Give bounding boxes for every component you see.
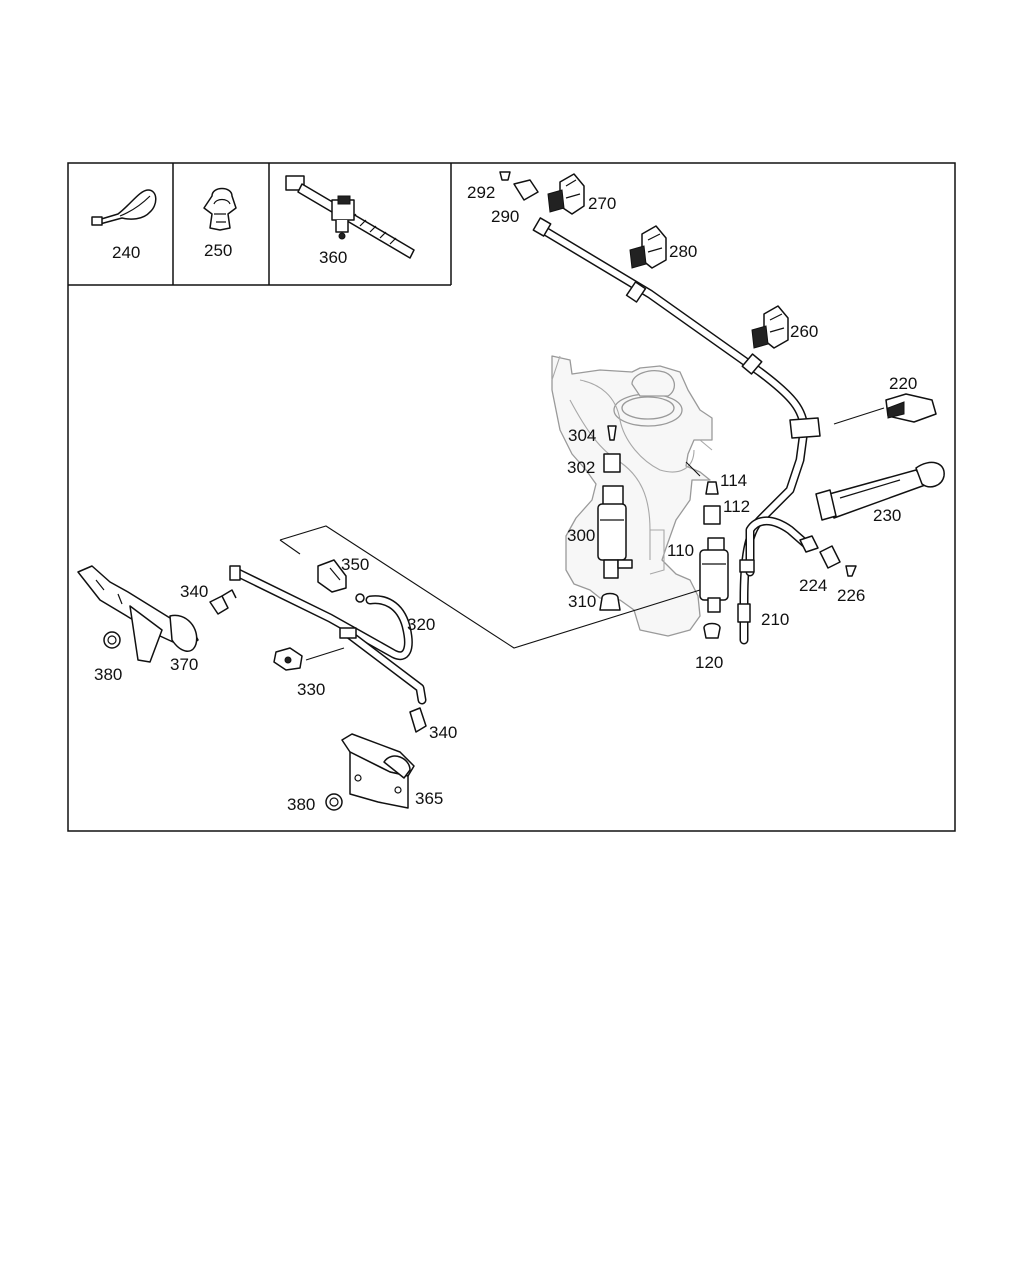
label-226: 226 [837, 586, 865, 605]
inset-boxes [68, 163, 452, 286]
part-300-pump [597, 425, 633, 611]
label-110: 110 [667, 541, 694, 560]
label-114: 114 [720, 471, 747, 490]
part-260-clip [751, 305, 789, 349]
washer-fluid-tank [551, 355, 713, 637]
label-270: 270 [588, 194, 616, 213]
label-365: 365 [415, 789, 443, 808]
part-240-cable-tie [91, 189, 157, 226]
leader-lines [279, 461, 701, 661]
label-210: 210 [761, 610, 789, 629]
label-304: 304 [568, 426, 596, 445]
label-240: 240 [112, 243, 140, 262]
part-220-holder [789, 393, 937, 439]
label-120: 120 [695, 653, 723, 672]
diagram-frame [67, 162, 956, 832]
label-290: 290 [491, 207, 519, 226]
part-380-nut-top [103, 631, 121, 649]
label-224: 224 [799, 576, 827, 595]
part-350-connector [317, 559, 365, 603]
part-340-elbow-bottom [409, 707, 427, 733]
part-270-clip [547, 173, 585, 215]
label-340-top: 340 [180, 582, 208, 601]
part-330-t-connector [273, 647, 303, 671]
label-330: 330 [297, 680, 325, 699]
part-340-elbow-top [209, 589, 237, 615]
part-365-nozzle [341, 733, 415, 809]
part-290-connector [499, 171, 539, 201]
label-380-top: 380 [94, 665, 122, 684]
label-292: 292 [467, 183, 495, 202]
label-360: 360 [319, 248, 347, 267]
label-370: 370 [170, 655, 198, 674]
part-280-clip [629, 225, 667, 269]
label-230: 230 [873, 506, 901, 525]
label-280: 280 [669, 242, 697, 261]
label-260: 260 [790, 322, 818, 341]
part-360-strap-clip [285, 175, 415, 259]
label-112: 112 [723, 497, 750, 516]
part-380-nut-bottom [325, 793, 343, 811]
part-224-connector [819, 545, 857, 577]
part-210-hose [532, 217, 819, 645]
label-300: 300 [567, 526, 595, 545]
label-320: 320 [407, 615, 435, 634]
part-110-pump [699, 481, 729, 639]
label-380-bottom: 380 [287, 795, 315, 814]
label-310: 310 [568, 592, 596, 611]
label-220: 220 [889, 374, 917, 393]
part-250-clip [203, 187, 237, 231]
label-302: 302 [567, 458, 595, 477]
label-350: 350 [341, 555, 369, 574]
label-340-bottom: 340 [429, 723, 457, 742]
part-320-hose [229, 565, 427, 705]
label-250: 250 [204, 241, 232, 260]
part-230-filler-neck [815, 461, 945, 521]
part-370-nozzle [77, 565, 199, 663]
